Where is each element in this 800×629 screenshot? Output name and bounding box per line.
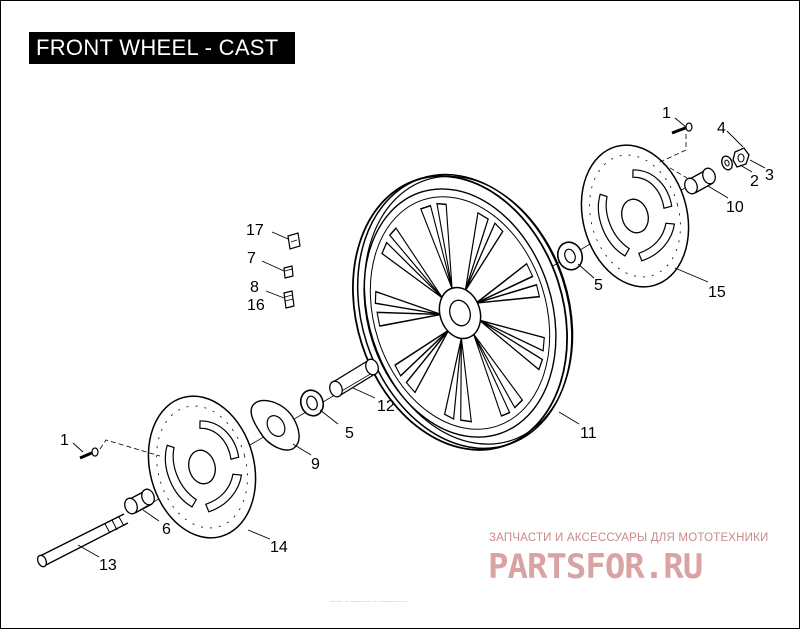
label-decal bbox=[287, 232, 301, 250]
callout-8: 8 bbox=[250, 279, 259, 296]
callout-1-top: 1 bbox=[662, 105, 671, 122]
callout-1-left: 1 bbox=[60, 432, 69, 449]
rotor-screw-left bbox=[79, 447, 99, 460]
callout-17: 17 bbox=[246, 222, 264, 239]
screw-top-leader bbox=[659, 134, 688, 179]
brake-rotor-left bbox=[147, 395, 257, 539]
title-banner: FRONT WHEEL - CAST bbox=[29, 32, 295, 64]
callout-14: 14 bbox=[270, 539, 288, 556]
right-sleeve bbox=[684, 167, 716, 195]
washer bbox=[721, 155, 733, 171]
valve-stem bbox=[283, 290, 295, 309]
watermark-tagline: ЗАПЧАСТИ И АКСЕССУАРЫ ДЛЯ МОТОТЕХНИКИ bbox=[489, 532, 769, 544]
axle-nut bbox=[732, 147, 750, 168]
callout-9: 9 bbox=[311, 456, 320, 473]
callout-2: 2 bbox=[750, 173, 759, 190]
left-sleeve bbox=[124, 488, 155, 515]
callout-11: 11 bbox=[580, 425, 597, 442]
callout-13: 13 bbox=[99, 557, 117, 574]
bearing-right bbox=[556, 241, 584, 271]
callout-labels: 1 4 2 3 10 17 7 8 16 5 15 12 5 11 9 1 6 … bbox=[60, 105, 774, 574]
axle-spacer bbox=[329, 358, 379, 398]
callout-6: 6 bbox=[162, 521, 171, 538]
brake-rotor-right bbox=[580, 144, 690, 288]
callout-7: 7 bbox=[247, 250, 256, 267]
bearing-left bbox=[299, 389, 325, 417]
callout-16: 16 bbox=[247, 297, 265, 314]
watermark-brand-logo: PARTSFOR.RU bbox=[488, 547, 703, 587]
screw-left-leader bbox=[99, 439, 161, 457]
spacer-plate bbox=[250, 399, 300, 451]
callout-5-left: 5 bbox=[345, 425, 354, 442]
callout-3: 3 bbox=[765, 167, 774, 184]
callout-15: 15 bbox=[708, 284, 726, 301]
reference-code: ~~~ ~ ~~~~~ ~ ~~~~~~~ bbox=[330, 599, 408, 606]
leader-lines bbox=[72, 117, 766, 558]
page-title: FRONT WHEEL - CAST bbox=[36, 35, 279, 60]
rotor-screw-top bbox=[671, 122, 693, 135]
cast-wheel bbox=[352, 173, 574, 451]
valve-cap bbox=[283, 265, 294, 279]
callout-12: 12 bbox=[377, 398, 395, 415]
front-axle bbox=[36, 513, 129, 568]
callout-4: 4 bbox=[717, 120, 726, 137]
callout-5-right: 5 bbox=[594, 277, 603, 294]
callout-10: 10 bbox=[726, 199, 744, 216]
